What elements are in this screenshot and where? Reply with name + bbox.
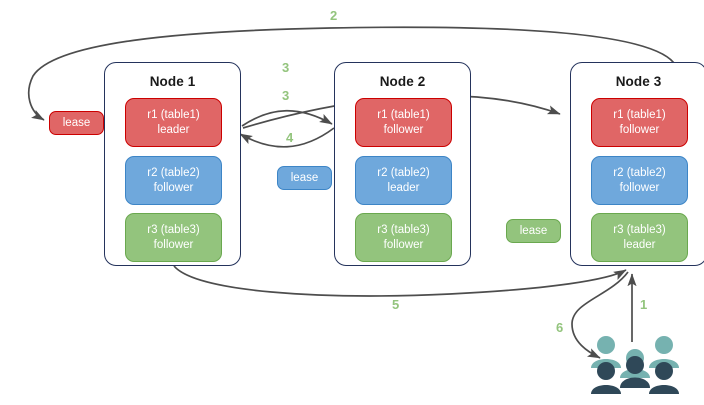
node-3-replica-r2: r2 (table2) follower	[591, 156, 688, 205]
node-2: Node 2 r1 (table1) follower r2 (table2) …	[334, 62, 471, 266]
clients-icon	[591, 336, 679, 394]
node-3-replica-r1-line1: r1 (table1)	[613, 109, 666, 121]
node-2-replica-r1-line1: r1 (table1)	[377, 109, 430, 121]
node-2-replica-r3-line1: r3 (table3)	[377, 224, 430, 236]
node-2-replica-r2: r2 (table2) leader	[355, 156, 452, 205]
node-2-replica-r3: r3 (table3) follower	[355, 213, 452, 262]
step-label-3-upper: 3	[282, 60, 290, 75]
step-label-2: 2	[330, 8, 338, 23]
lease-box-r3: lease	[506, 219, 561, 243]
node-3-title: Node 3	[615, 74, 662, 89]
node-3-replica-r3: r3 (table3) leader	[591, 213, 688, 262]
lease-box-r2-label: lease	[290, 172, 319, 184]
node-1-replica-r3-line2: follower	[153, 238, 194, 251]
node-3-replica-r2-line2: follower	[619, 181, 660, 194]
node-1: Node 1 r1 (table1) leader r2 (table2) fo…	[104, 62, 241, 266]
step-label-1: 1	[640, 297, 648, 312]
node-1-replica-r2-line2: follower	[153, 181, 194, 194]
arrow-step-5	[173, 265, 627, 297]
step-label-4: 4	[286, 130, 294, 145]
node-3-replica-r1-line2: follower	[619, 123, 660, 136]
node-2-title: Node 2	[379, 74, 426, 89]
node-2-replica-r1: r1 (table1) follower	[355, 98, 452, 147]
node-2-replica-r1-line2: follower	[383, 123, 424, 136]
step-label-3-lower: 3	[282, 88, 290, 103]
node-2-replica-r2-line2: leader	[387, 181, 420, 194]
node-3-replica-r3-line2: leader	[623, 238, 656, 251]
node-1-replica-r2: r2 (table2) follower	[125, 156, 222, 205]
node-1-replica-r1-line1: r1 (table1)	[147, 109, 200, 121]
node-1-replica-r1-line2: leader	[157, 123, 190, 136]
node-3-replica-r3-line1: r3 (table3)	[613, 224, 666, 236]
lease-box-r2: lease	[277, 166, 332, 190]
node-1-replica-r3-line1: r3 (table3)	[147, 224, 200, 236]
step-label-6: 6	[556, 320, 564, 335]
node-3: Node 3 r1 (table1) follower r2 (table2) …	[570, 62, 704, 266]
lease-box-r1-label: lease	[62, 117, 91, 129]
step-label-5: 5	[392, 297, 400, 312]
node-1-replica-r2-line1: r2 (table2)	[147, 167, 200, 179]
node-1-replica-r3: r3 (table3) follower	[125, 213, 222, 262]
node-2-replica-r2-line1: r2 (table2)	[377, 167, 430, 179]
node-2-replica-r3-line2: follower	[383, 238, 424, 251]
node-3-replica-r2-line1: r2 (table2)	[613, 167, 666, 179]
node-3-replica-r1: r1 (table1) follower	[591, 98, 688, 147]
lease-box-r1: lease	[49, 111, 104, 135]
lease-box-r3-label: lease	[519, 225, 548, 237]
node-1-replica-r1: r1 (table1) leader	[125, 98, 222, 147]
node-1-title: Node 1	[149, 74, 196, 89]
arrow-step-3-to-node2	[241, 109, 333, 127]
